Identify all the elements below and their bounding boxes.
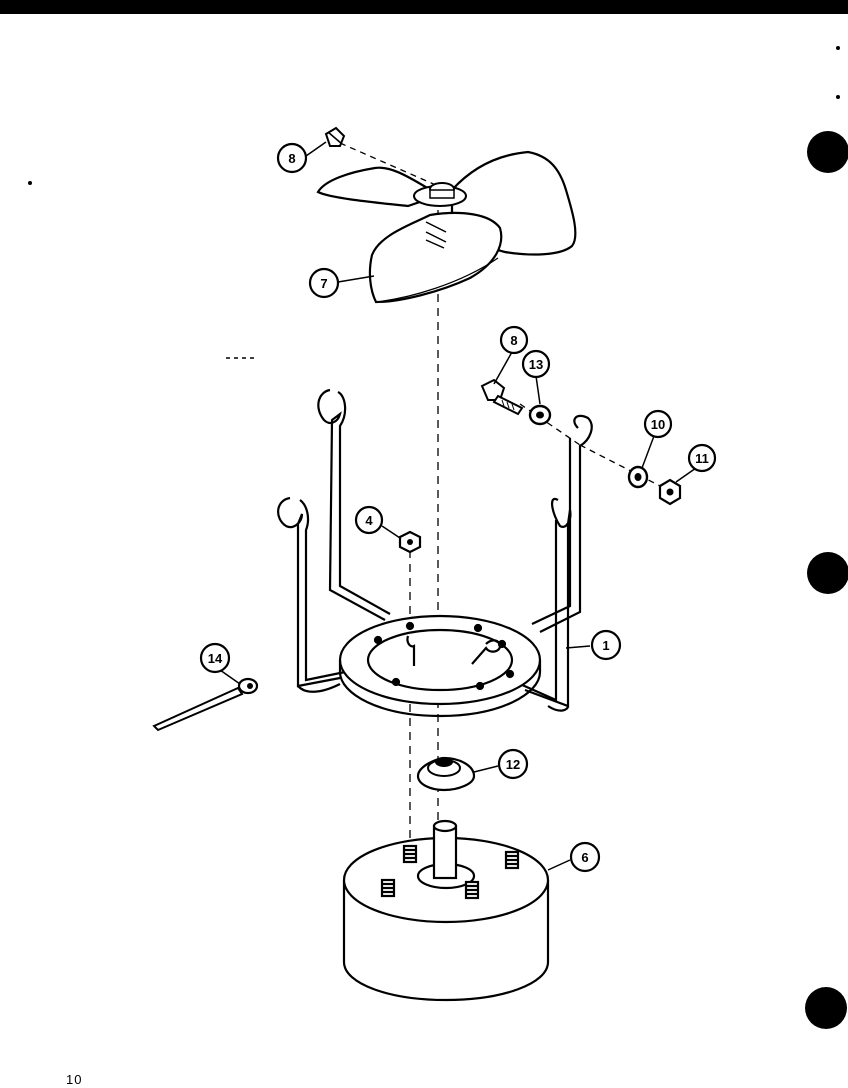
callout-pin: 14 (199, 642, 231, 674)
svg-text:13: 13 (529, 357, 543, 372)
rubber-mount-part (416, 756, 476, 792)
washer-10-part (627, 465, 649, 489)
page-number: 10 (66, 1072, 83, 1087)
callout-nut-4: 4 (354, 505, 384, 535)
punch-hole-middle (807, 552, 848, 594)
callout-bolt: 8 (499, 325, 529, 355)
leader-lines (219, 141, 697, 871)
speck (28, 181, 32, 185)
nut-4-part (398, 530, 422, 554)
axis-line-screw (339, 142, 439, 187)
motor-part (342, 819, 550, 1002)
svg-text:8: 8 (510, 333, 517, 348)
speck (836, 95, 840, 99)
top-border-bar (0, 0, 848, 14)
axis-line-bolt-2 (579, 444, 669, 491)
callout-screw-top: 8 (276, 142, 308, 174)
bolt-part (480, 378, 524, 416)
callout-rubber-mount: 12 (497, 748, 529, 780)
nut-11-part (658, 478, 682, 506)
washer-13-part (528, 404, 552, 426)
svg-text:7: 7 (320, 276, 327, 291)
callout-motor: 6 (569, 841, 601, 873)
svg-text:1: 1 (602, 638, 609, 653)
callout-washer-13: 13 (521, 349, 551, 379)
callout-nut-11: 11 (687, 443, 717, 473)
screw-part (324, 126, 346, 147)
bracket-part (277, 388, 593, 718)
callout-bracket: 1 (590, 629, 622, 661)
svg-text:10: 10 (651, 417, 665, 432)
punch-hole-top (807, 131, 848, 173)
callout-washer-10: 10 (643, 409, 673, 439)
svg-text:11: 11 (695, 451, 709, 466)
svg-text:8: 8 (288, 151, 295, 166)
fan-blade-part (316, 150, 577, 304)
svg-text:14: 14 (208, 651, 223, 666)
svg-text:12: 12 (506, 757, 520, 772)
svg-text:6: 6 (581, 850, 588, 865)
speck (836, 46, 840, 50)
svg-text:4: 4 (365, 513, 373, 528)
pin-part (152, 677, 259, 732)
callout-fan-blade: 7 (308, 267, 340, 299)
punch-hole-bottom (805, 987, 847, 1029)
